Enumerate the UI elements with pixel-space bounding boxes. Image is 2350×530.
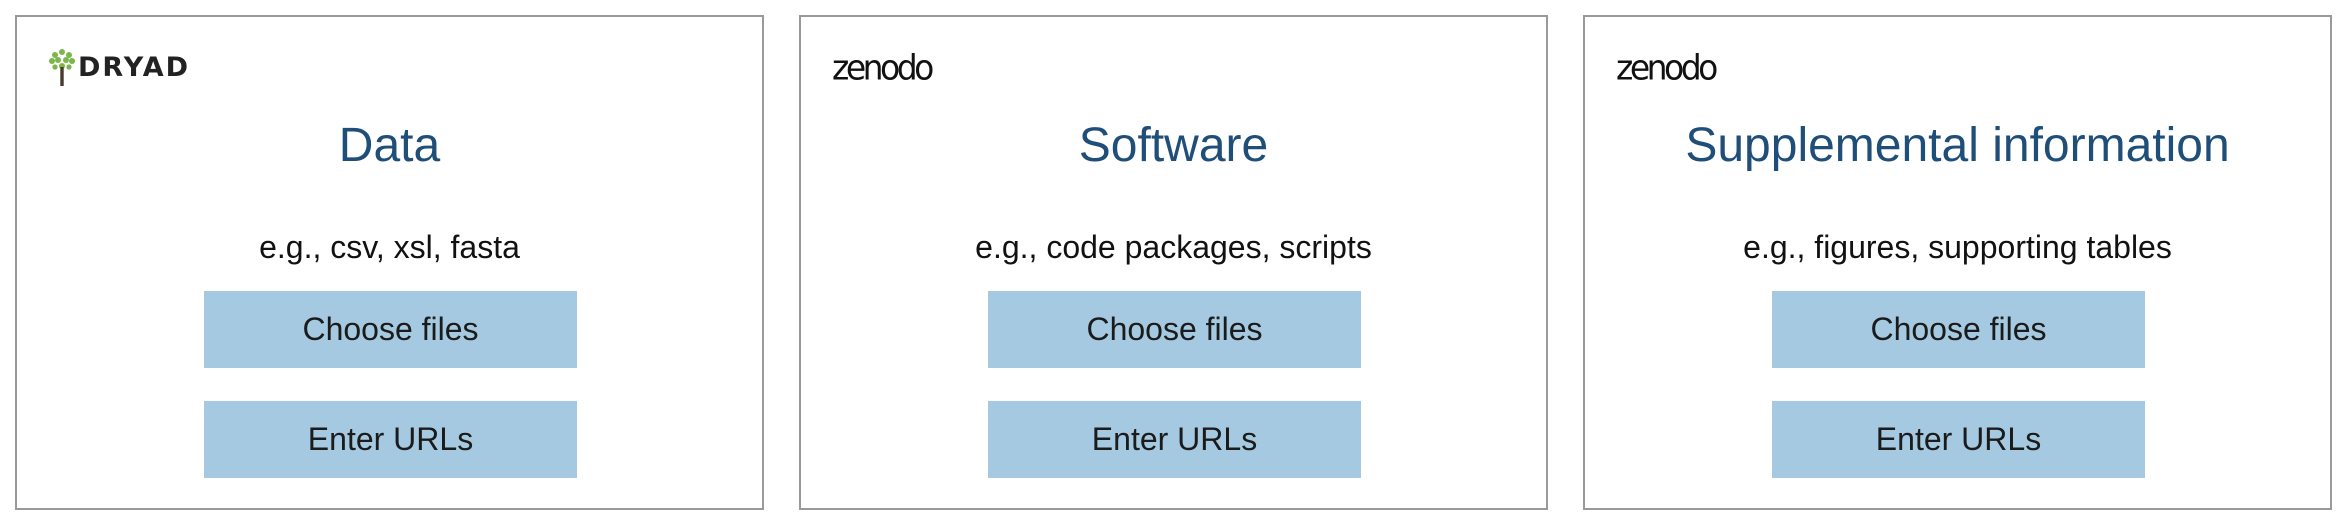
tree-icon [49,49,75,86]
supplemental-upload-card: zenodo Supplemental information e.g., fi… [1583,15,2332,510]
zenodo-logo: zenodo [1616,45,1718,89]
zenodo-logo: zenodo [832,45,934,89]
card-example-software: e.g., code packages, scripts [975,229,1372,265]
supplemental-enter-urls-button[interactable]: Enter URLs [1772,401,2145,478]
card-title-data: Data [338,119,441,172]
software-upload-card: zenodo Software e.g., code packages, scr… [799,15,1548,510]
dryad-logo-text: DRYAD [78,51,191,83]
data-enter-urls-button[interactable]: Enter URLs [204,401,577,478]
dryad-logo: DRYAD [48,45,190,89]
data-upload-card: DRYAD Data e.g., csv, xsl, fasta Choose … [15,15,764,510]
zenodo-logo-text: zenodo [832,46,934,88]
card-title-software: Software [1078,119,1269,172]
supplemental-choose-files-button[interactable]: Choose files [1772,291,2145,368]
card-example-data: e.g., csv, xsl, fasta [259,229,520,265]
software-enter-urls-button[interactable]: Enter URLs [988,401,1361,478]
data-choose-files-button[interactable]: Choose files [204,291,577,368]
card-example-supplemental: e.g., figures, supporting tables [1743,229,2172,265]
software-choose-files-button[interactable]: Choose files [988,291,1361,368]
zenodo-logo-text: zenodo [1616,46,1718,88]
card-title-supplemental: Supplemental information [1685,119,2230,172]
